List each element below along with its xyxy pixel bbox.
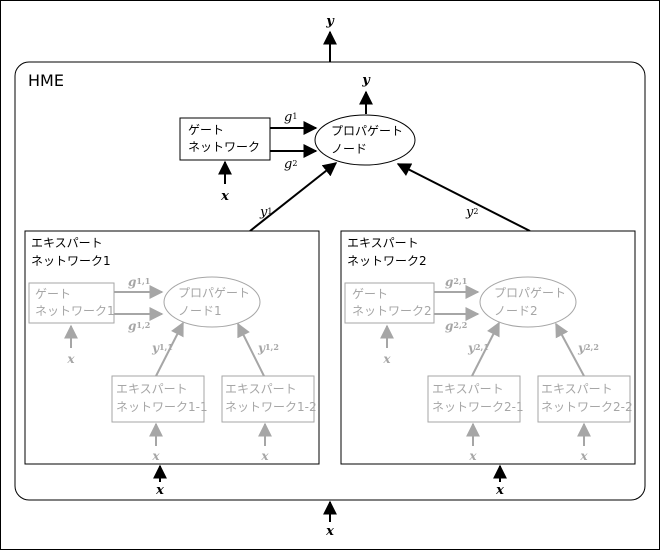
expert2-leaf-a-input-label: x bbox=[468, 449, 477, 463]
expert1-gate-input-label: x bbox=[66, 352, 75, 366]
expert2-gb-label: g2,2 bbox=[445, 319, 467, 333]
expert1-prop-label-2: ノード1 bbox=[178, 304, 222, 318]
top-gate-label-1: ゲート bbox=[188, 123, 224, 137]
expert1-title-1: エキスパート bbox=[31, 236, 103, 250]
expert2-leaf-a-label-2: ネットワーク2-1 bbox=[432, 400, 524, 414]
expert1-prop-label-1: プロパゲート bbox=[178, 286, 250, 300]
top-gate-network bbox=[179, 117, 271, 161]
expert1-gate-label-2: ネットワーク1 bbox=[35, 304, 115, 318]
expert-network-2: エキスパート ネットワーク2 ゲート ネットワーク2 プロパゲート ノード2 g… bbox=[340, 230, 636, 465]
expert1-yb-arrow bbox=[237, 322, 265, 377]
top-prop-label-1: プロパゲート bbox=[331, 124, 403, 138]
expert1-title-2: ネットワーク1 bbox=[31, 254, 111, 268]
expert1-leaf-b-label-1: エキスパート bbox=[225, 382, 297, 396]
expert2-yb-label: y2,2 bbox=[577, 341, 599, 355]
expert1-ya-label: y1,1 bbox=[151, 341, 173, 355]
expert2-ga-label: g2,1 bbox=[445, 275, 467, 289]
expert1-leaf-a-label-1: エキスパート bbox=[116, 382, 188, 396]
expert1-gate-network bbox=[28, 282, 115, 324]
top-prop-label-2: ノード bbox=[331, 142, 367, 156]
outer-output-label: y bbox=[325, 14, 335, 29]
expert2-gate-input-label: x bbox=[382, 352, 391, 366]
top-output-label: y bbox=[361, 73, 371, 88]
expert1-leaf-b-input-label: x bbox=[260, 449, 269, 463]
expert2-leaf-b-input-label: x bbox=[579, 449, 588, 463]
expert1-propagate-node bbox=[163, 276, 261, 328]
expert-network-1: エキスパート ネットワーク1 ゲート ネットワーク1 プロパゲート ノード1 g… bbox=[24, 230, 320, 465]
expert2-propagate-node bbox=[479, 276, 577, 328]
expert2-leaf-b bbox=[537, 375, 631, 423]
expert1-ya-arrow bbox=[155, 321, 184, 377]
expert1-ga-label: g1,1 bbox=[128, 275, 150, 289]
expert1-yb-label: y1,2 bbox=[257, 341, 279, 355]
expert2-leaf-b-label-2: ネットワーク2-2 bbox=[541, 400, 633, 414]
top-g2-label: g2 bbox=[284, 157, 297, 172]
expert2-ya-arrow bbox=[471, 321, 500, 377]
y2-arrow bbox=[396, 163, 531, 232]
expert1-leaf-b bbox=[221, 375, 315, 423]
expert2-gate-network bbox=[344, 282, 435, 324]
y1-arrow bbox=[249, 162, 338, 232]
outer-input-label: x bbox=[325, 524, 334, 539]
expert1-gate-label-1: ゲート bbox=[35, 287, 71, 301]
top-g1-label: g1 bbox=[284, 110, 297, 125]
y2-label: y2 bbox=[465, 205, 478, 220]
top-propagate-node bbox=[314, 114, 416, 166]
expert2-gate-label-2: ネットワーク2 bbox=[352, 304, 432, 318]
expert2-title-2: ネットワーク2 bbox=[347, 254, 427, 268]
expert2-title-1: エキスパート bbox=[347, 236, 419, 250]
hme-container bbox=[14, 61, 646, 501]
top-gate-input-label: x bbox=[220, 189, 229, 204]
expert1-gb-label: g1,2 bbox=[128, 319, 150, 333]
expert2-leaf-a-label-1: エキスパート bbox=[432, 382, 504, 396]
top-gate-label-2: ネットワーク bbox=[188, 140, 260, 154]
expert1-input-label: x bbox=[155, 483, 164, 498]
expert2-leaf-a bbox=[427, 375, 521, 423]
y1-label: y1 bbox=[259, 205, 272, 220]
expert2-ya-label: y2,1 bbox=[467, 341, 489, 355]
expert2-gate-label-1: ゲート bbox=[352, 287, 388, 301]
expert2-leaf-b-label-1: エキスパート bbox=[541, 382, 613, 396]
expert2-prop-label-2: ノード2 bbox=[494, 304, 538, 318]
expert1-leaf-a-input-label: x bbox=[151, 449, 160, 463]
expert2-prop-label-1: プロパゲート bbox=[494, 286, 566, 300]
expert1-leaf-a-label-2: ネットワーク1-1 bbox=[116, 400, 208, 414]
expert2-input-label: x bbox=[495, 483, 504, 498]
expert1-leaf-a bbox=[111, 375, 205, 423]
expert2-yb-arrow bbox=[555, 322, 585, 377]
expert1-leaf-b-label-2: ネットワーク1-2 bbox=[225, 400, 317, 414]
hme-title: HME bbox=[28, 71, 64, 90]
